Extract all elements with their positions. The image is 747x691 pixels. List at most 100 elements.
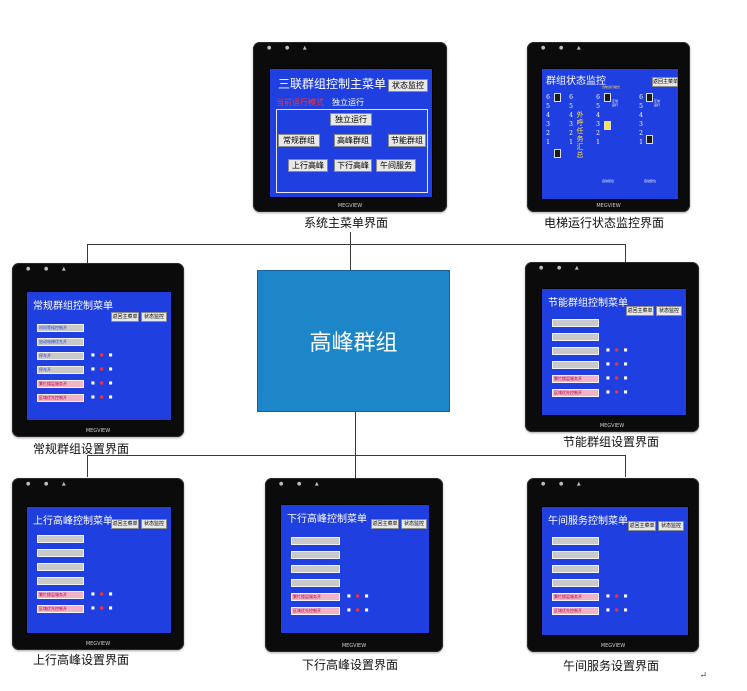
connector-top-left-drop [87,244,88,264]
brand-label: MEGVIEW [337,203,363,209]
down-peak-button[interactable]: 下行高峰 [334,159,372,172]
led-indicators: ● ● ▲ [26,266,72,272]
bar-5-indicators: ■■■ [91,591,118,596]
setting-bar-3[interactable] [291,565,340,573]
connector-bottom-right-drop [625,455,626,477]
setting-bar-2[interactable] [552,333,599,341]
led-indicators: ● ● ▲ [267,45,313,51]
caption-energy-group: 节能群组设置界面 [563,435,660,449]
brand-label: MEGVIEW [596,203,621,209]
setting-bar-2[interactable] [552,551,599,559]
caption-normal-group: 常规群组设置界面 [33,442,130,456]
back-to-main-button[interactable]: 返回主菜单 [628,521,656,531]
back-to-main-button[interactable]: 返回主菜单 [111,312,139,322]
setting-bar-2[interactable] [291,551,340,559]
energy-group-button[interactable]: 节能群组 [388,134,426,147]
bar-6-indicators: ■■■ [91,605,118,610]
connector-bottom-vertical [355,410,356,478]
status-monitor-button[interactable]: 状态监控 [656,306,682,316]
setting-bar-4[interactable] [291,579,340,587]
down-peak-title: 下行高峰控制菜单 [287,514,367,525]
caption-monitor: 电梯运行状态监控界面 [544,216,665,230]
center-box-peak-group: 高峰群组 [257,270,450,412]
monitor-mode-label: 当前运行模式 [602,85,621,89]
device-energy-group: ● ● ▲ 节能群组控制菜单 返回主菜单 状态监控 ■■■ ■■■ 繁忙楼层服务… [525,262,699,432]
setting-bar-6[interactable]: 区域优先控制开 [37,394,84,402]
setting-bar-3[interactable] [552,347,599,355]
setting-bar-4[interactable]: 停车开 [37,366,84,374]
setting-bar-5[interactable]: 繁忙楼层服务开 [552,375,599,383]
setting-bar-5[interactable]: 繁忙楼层服务开 [291,593,340,601]
connector-top-vertical [350,232,351,270]
status-monitor-button[interactable]: 状态监控 [401,519,427,529]
setting-bar-3[interactable] [552,565,599,573]
elevator-2-car [604,93,611,102]
setting-bar-6[interactable]: 区域优先控制开 [552,607,599,615]
setting-bar-4[interactable] [552,361,599,369]
monitor-title: 群组状态监控 [546,76,606,87]
back-to-main-button[interactable]: 返回主菜单 [652,77,678,87]
screen-main-menu: 三联群组控制主菜单 状态监控 当前运行模式 独立运行 独立运行 常规群组 高峰群… [269,68,433,198]
up-peak-button[interactable]: 上行高峰 [288,159,328,172]
bar-3-indicators: ■■■ [91,352,118,357]
caption-main-menu: 系统主菜单界面 [304,216,389,230]
setting-bar-2[interactable] [37,549,84,557]
center-label: 高峰群组 [309,331,398,356]
noon-service-title: 午间服务控制菜单 [548,516,628,527]
bar-4-indicators: ■■■ [606,361,633,366]
bar-6-indicators: ■■■ [91,394,118,399]
brand-label: MEGVIEW [341,643,367,649]
setting-bar-1[interactable] [37,535,84,543]
independent-run-button[interactable]: 独立运行 [330,113,372,126]
setting-bar-1[interactable] [291,537,340,545]
normal-group-button[interactable]: 常规群组 [278,134,320,147]
setting-bar-4[interactable] [37,577,84,585]
setting-bar-2[interactable]: 启动电梯优先开 [37,338,84,346]
device-noon-service: ● ● ▲ 午间服务控制菜单 返回主菜单 状态监控 繁忙楼层服务开 ■■■ 区域… [527,478,699,652]
device-down-peak: ● ● ▲ 下行高峰控制菜单 返回主菜单 状态监控 繁忙楼层服务开 ■■■ 区域… [265,478,443,652]
device-main-menu: ● ● ▲ 三联群组控制主菜单 状态监控 当前运行模式 独立运行 独立运行 常规… [253,42,447,212]
setting-bar-6[interactable]: 区域优先控制开 [37,605,84,613]
caption-noon-service: 午间服务设置界面 [563,659,660,673]
brand-label: MEGVIEW [85,428,111,434]
setting-bar-5[interactable]: 繁忙楼层服务开 [552,593,599,601]
setting-bar-5[interactable]: 繁忙楼层服务开 [37,380,84,388]
bar-5-indicators: ■■■ [347,593,374,598]
mode-value: 独立运行 [332,98,364,107]
setting-bar-6[interactable]: 区域优先控制开 [291,607,340,615]
screen-down-peak: 下行高峰控制菜单 返回主菜单 状态监控 繁忙楼层服务开 ■■■ 区域优先控制开 … [280,504,430,634]
status-monitor-button[interactable]: 状态监控 [388,79,428,92]
brand-label: MEGVIEW [599,423,625,429]
elevator-3-car-mid [646,135,653,144]
peak-group-button[interactable]: 高峰群组 [334,134,372,147]
setting-bar-1[interactable]: 时间等候控制开 [37,324,84,332]
setting-bar-1[interactable] [552,319,599,327]
back-to-main-button[interactable]: 返回主菜单 [371,519,399,529]
bar-5-indicators: ■■■ [91,380,118,385]
led-indicators: ● ● ▲ [279,481,325,487]
setting-bar-5[interactable]: 繁忙楼层服务开 [37,591,84,599]
caption-down-peak: 下行高峰设置界面 [302,658,399,672]
elevator-2-footer: 自动复位 [602,179,615,183]
up-peak-title: 上行高峰控制菜单 [33,516,113,527]
brand-label: MEGVIEW [600,643,626,649]
energy-group-title: 节能群组控制菜单 [548,298,628,309]
noon-service-button[interactable]: 午间服务 [376,159,416,172]
bar-4-indicators: ■■■ [91,366,118,371]
back-to-main-button[interactable]: 返回主菜单 [111,519,139,529]
back-to-main-button[interactable]: 返回主菜单 [626,306,654,316]
screen-energy-group: 节能群组控制菜单 返回主菜单 状态监控 ■■■ ■■■ 繁忙楼层服务开 ■■■ … [541,288,687,416]
setting-bar-3[interactable] [37,563,84,571]
status-monitor-button[interactable]: 状态监控 [658,521,684,531]
setting-bar-4[interactable] [552,579,599,587]
status-monitor-button[interactable]: 状态监控 [141,312,167,322]
setting-bar-6[interactable]: 区域优先控制开 [552,389,599,397]
status-monitor-button[interactable]: 状态监控 [141,519,167,529]
setting-bar-1[interactable] [552,537,599,545]
connector-bottom-horizontal [87,455,625,456]
bar-5-indicators: ■■■ [606,375,633,380]
setting-bar-3[interactable]: 停车开 [37,352,84,360]
